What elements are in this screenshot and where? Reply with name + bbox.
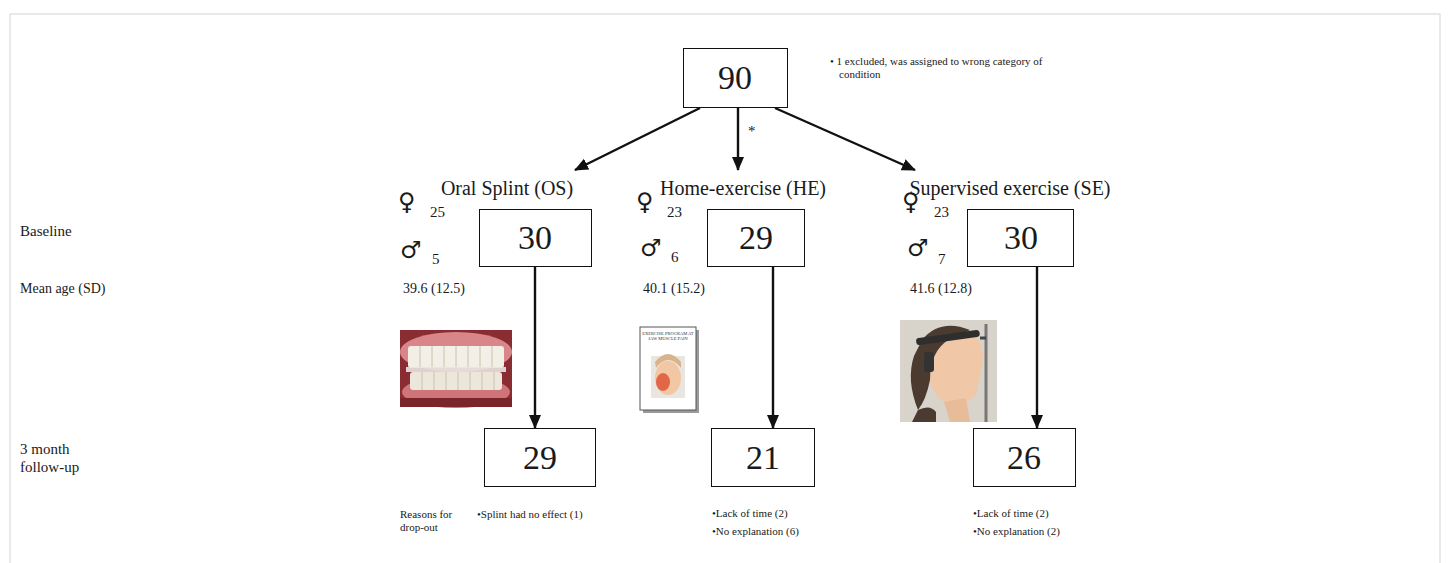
count-box: 90: [683, 48, 788, 108]
arrow-connector: [575, 108, 700, 170]
mean-age: 40.1 (15.2): [643, 281, 705, 298]
count-female: 25: [430, 203, 445, 221]
row-label: 3 month follow-up: [20, 440, 95, 476]
male-symbol: ♂: [400, 238, 422, 262]
count-box: 30: [967, 209, 1074, 267]
arrow-connector: [772, 267, 774, 428]
mean-age: 39.6 (12.5): [403, 281, 465, 298]
count-male: 7: [938, 250, 946, 268]
followup-box: 26: [973, 428, 1076, 487]
count-box: 30: [479, 209, 592, 267]
count-number: 29: [739, 219, 773, 256]
dropout-reason: •Splint had no effect (1): [477, 508, 583, 521]
followup-box: 29: [484, 428, 596, 487]
edge-label: *: [746, 123, 758, 140]
arrow-connector: [737, 108, 739, 170]
female-symbol: ♀: [902, 190, 920, 214]
female-symbol: ♀: [398, 190, 416, 214]
count-female: 23: [667, 203, 682, 221]
group-node: Oral Splint (OS) 30: [441, 170, 592, 267]
group-heading: Supervised exercise (SE): [909, 170, 1110, 200]
count-box: 29: [707, 209, 805, 267]
group-node: Home-exercise (HE) 29: [660, 170, 826, 267]
female-symbol: ♀: [636, 190, 654, 214]
count-number: 21: [746, 439, 780, 476]
note: • 1 excluded, was assigned to wrong cate…: [830, 55, 1054, 81]
group-heading: Oral Splint (OS): [441, 170, 573, 200]
supervised-exercise-photo: [900, 320, 997, 422]
count-box: 21: [711, 428, 815, 487]
arrow-connector: [534, 267, 536, 428]
dropout-reason: •No explanation (6): [712, 525, 799, 538]
count-box: 29: [484, 428, 596, 487]
count-number: 30: [1004, 219, 1038, 256]
count-male: 5: [432, 250, 440, 268]
enrollment-box: 90: [683, 48, 788, 108]
exercise-booklet: [640, 327, 699, 413]
count-number: 90: [718, 59, 752, 96]
mean-age: 41.6 (12.8): [910, 281, 972, 298]
row-label: Baseline: [20, 222, 72, 240]
arrow-connector: [1036, 267, 1038, 428]
booklet-title: EXERCISE PROGRAM AT JAW MUSCLE PAIN: [642, 331, 694, 341]
group-heading: Home-exercise (HE): [660, 170, 826, 200]
count-number: 26: [1007, 439, 1041, 476]
count-female: 23: [934, 203, 949, 221]
dropout-reason: •Lack of time (2): [712, 507, 788, 520]
arrow-connector: [775, 108, 915, 170]
male-symbol: ♂: [640, 236, 662, 260]
row-label: Mean age (SD): [20, 281, 106, 298]
count-number: 29: [523, 439, 557, 476]
dropout-reason: •No explanation (2): [973, 525, 1060, 538]
splint-photo: [400, 330, 512, 408]
male-symbol: ♂: [907, 236, 929, 260]
figure-frame: [10, 14, 1440, 563]
count-box: 26: [973, 428, 1076, 487]
count-number: 30: [518, 219, 552, 256]
followup-box: 21: [711, 428, 815, 487]
dropout-reason: •Lack of time (2): [973, 507, 1049, 520]
row-label: Reasons for drop-out: [400, 508, 468, 534]
count-male: 6: [671, 248, 679, 266]
